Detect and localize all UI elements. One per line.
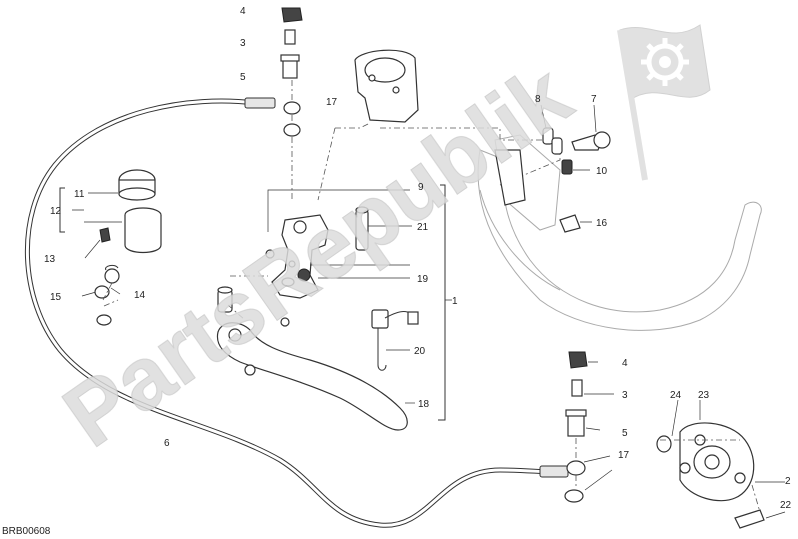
callout-4-upper: 4: [240, 6, 246, 17]
callout-22: 22: [780, 500, 792, 511]
callout-5-upper: 5: [240, 72, 246, 83]
hose-clips: [94, 264, 120, 326]
lower-banjo-bolt-set: [564, 351, 614, 503]
callout-9: 9: [418, 182, 424, 193]
lever-bracket-parts: [494, 104, 611, 233]
handlebar-clamp: [317, 49, 561, 201]
callout-20: 20: [414, 346, 426, 357]
callout-21: 21: [417, 222, 429, 233]
pivot-pin-21: [355, 206, 412, 251]
callout-24: 24: [670, 390, 682, 401]
callout-3-lower: 3: [622, 390, 628, 401]
callout-17-upper: 17: [326, 97, 338, 108]
callout-7: 7: [591, 94, 597, 105]
callout-12: 12: [50, 206, 62, 217]
callout-4-lower: 4: [622, 358, 628, 369]
callout-11: 11: [74, 189, 85, 200]
bleed-valve-part: [284, 29, 296, 45]
master-cylinder: [265, 184, 452, 421]
callout-labels: 4 3 5 17 11 12 13 15 14 9 21 19 1 20 18 …: [2, 6, 792, 537]
callout-8: 8: [535, 94, 541, 105]
washer-part: [283, 101, 301, 115]
watermark-text: PartsRepublik: [46, 44, 588, 465]
bleed-cap-part: [281, 7, 303, 23]
callout-19: 19: [417, 274, 429, 285]
callout-18: 18: [418, 399, 430, 410]
callout-23: 23: [698, 390, 710, 401]
callout-5-lower: 5: [622, 428, 628, 439]
clutch-hose: [24, 97, 569, 528]
callout-16: 16: [596, 218, 608, 229]
clutch-lever: [216, 322, 415, 431]
callout-13: 13: [44, 254, 56, 265]
callout-14: 14: [134, 290, 146, 301]
clamp-part: [99, 227, 111, 243]
callout-15: 15: [50, 292, 62, 303]
brake-light-switch: [371, 309, 419, 371]
bushing: [217, 275, 268, 321]
callout-6: 6: [164, 438, 170, 449]
fluid-reservoir: [59, 169, 162, 297]
gear-flag-logo-icon: [617, 24, 711, 181]
callout-1: 1: [452, 296, 458, 307]
callout-3-upper: 3: [240, 38, 246, 49]
callout-17-lower: 17: [618, 450, 630, 461]
slave-cylinder: [656, 399, 786, 529]
diagram-code: BRB00608: [2, 526, 51, 537]
callout-10: 10: [596, 166, 608, 177]
callout-2: 2: [785, 476, 791, 487]
upper-banjo-bolt-set: [280, 7, 303, 200]
